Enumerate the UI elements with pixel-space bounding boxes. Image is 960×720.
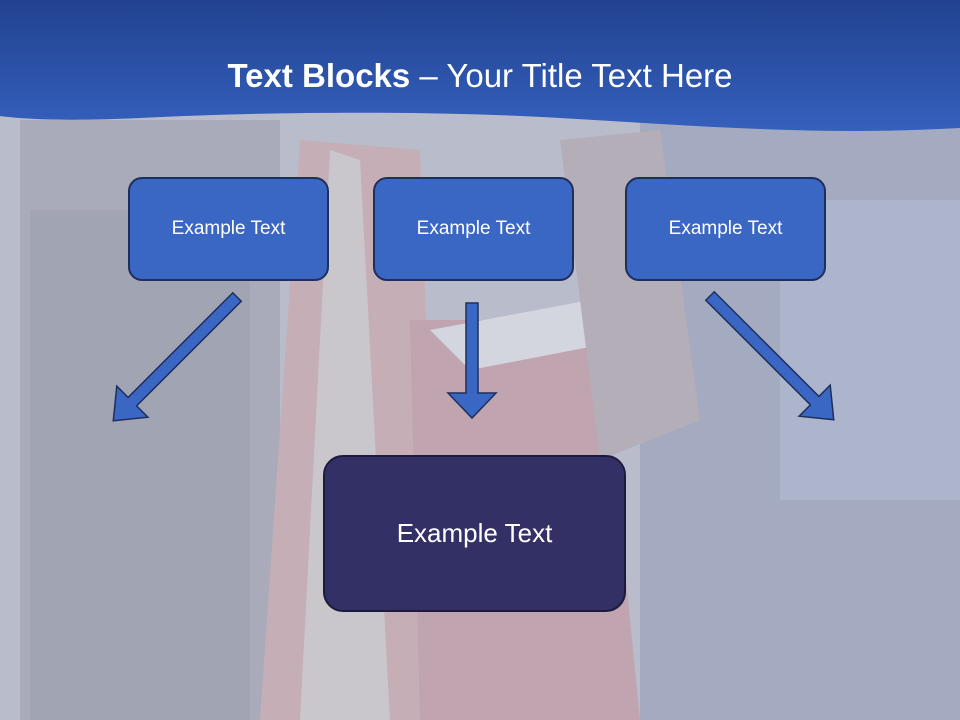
main-text-block: Example Text (323, 455, 626, 612)
text-block-2-label: Example Text (416, 218, 531, 239)
title-rest: – Your Title Text Here (410, 57, 733, 94)
text-block-1-label: Example Text (171, 218, 286, 239)
main-text-block-label: Example Text (396, 518, 553, 548)
text-block-1: Example Text (128, 177, 329, 281)
text-block-3-label: Example Text (668, 218, 783, 239)
text-block-3: Example Text (625, 177, 826, 281)
header-band (0, 0, 960, 131)
text-block-2: Example Text (373, 177, 574, 281)
page-title: Text Blocks – Your Title Text Here (0, 50, 960, 102)
title-bold: Text Blocks (227, 57, 411, 94)
